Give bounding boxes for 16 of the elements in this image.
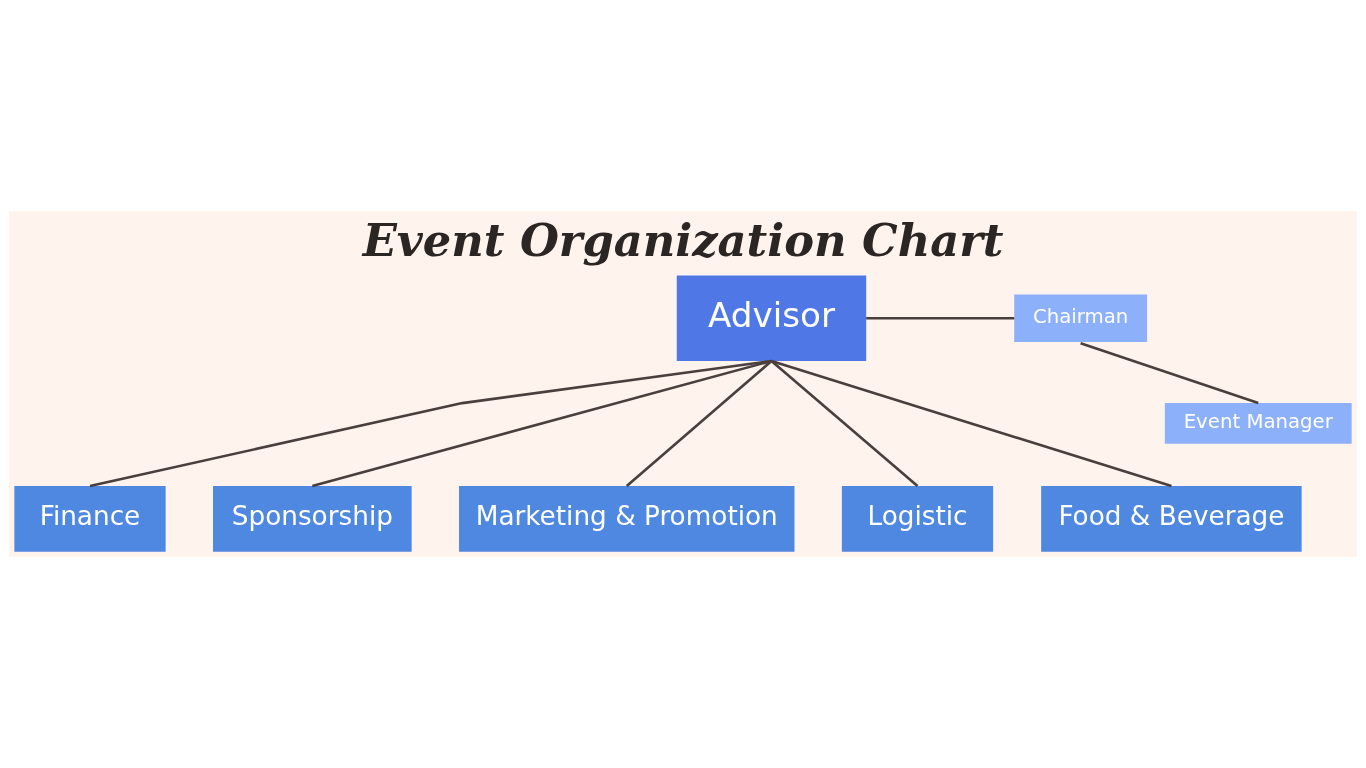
connector bbox=[866, 316, 1015, 320]
connector bbox=[625, 360, 773, 487]
node-box: Advisor bbox=[676, 275, 867, 361]
diagram-title: Event Organization Chart bbox=[362, 213, 1004, 267]
node-box: Event Manager bbox=[1164, 403, 1352, 444]
connector bbox=[89, 359, 772, 488]
node-box: Food & Beverage bbox=[1041, 485, 1302, 552]
node-box: Chairman bbox=[1014, 294, 1148, 342]
node-box: Sponsorship bbox=[213, 485, 412, 552]
connector bbox=[312, 359, 772, 488]
connector bbox=[1080, 341, 1259, 405]
connector bbox=[771, 359, 1172, 488]
node-box: Logistic bbox=[841, 485, 994, 552]
node-box: Marketing & Promotion bbox=[459, 485, 795, 552]
connector bbox=[770, 359, 919, 487]
node-box: Finance bbox=[14, 485, 166, 552]
